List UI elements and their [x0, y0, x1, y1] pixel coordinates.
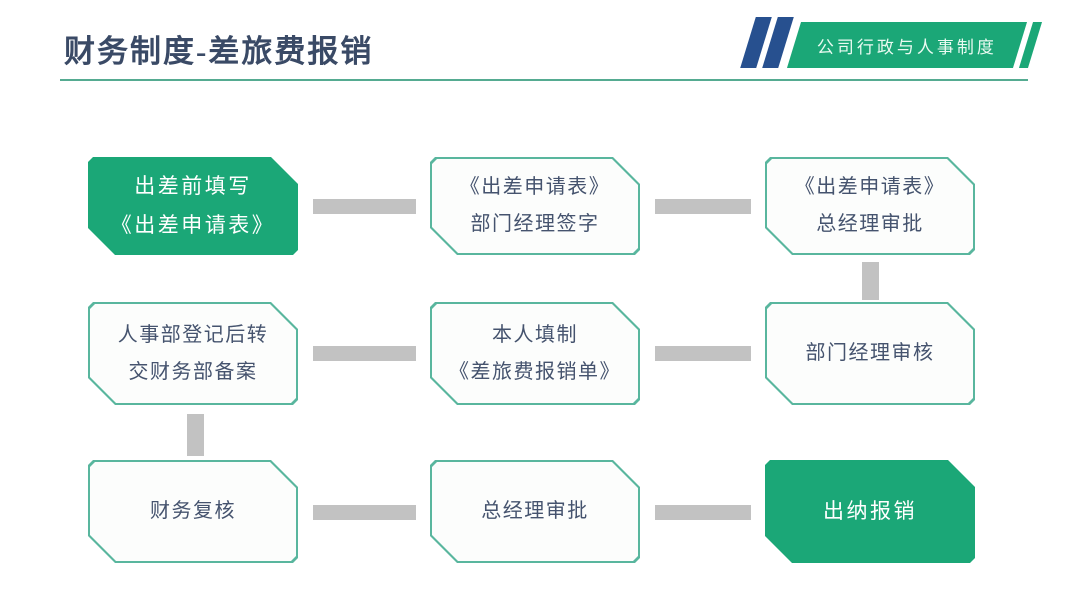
- box-shape-fill: [767, 159, 973, 253]
- flow-box-dept-manager-sign: 《出差申请表》 部门经理签字: [430, 157, 640, 255]
- box-label: 《出差申请表》 总经理审批: [794, 176, 946, 235]
- box-shape-fill: [767, 304, 973, 403]
- flow-box-gm-approve-form: 《出差申请表》 总经理审批: [765, 157, 975, 255]
- box-label: 财务复核: [150, 500, 236, 522]
- box-shape-fill: [90, 462, 296, 561]
- flow-box-pretrip-form: 出差前填写 《出差申请表》: [88, 157, 298, 255]
- page-title: 财务制度-差旅费报销: [64, 34, 374, 69]
- box-label: 出纳报销: [823, 499, 917, 524]
- box-label: 《出差申请表》 部门经理签字: [459, 176, 611, 235]
- box-label: 本人填制 《差旅费报销单》: [449, 323, 621, 383]
- connector-row3-left: [313, 505, 416, 520]
- box-label: 部门经理审核: [805, 342, 935, 364]
- box-shape-fill: [432, 462, 638, 561]
- box-shape-fill: [767, 462, 973, 561]
- header-badge: 公司行政与人事制度: [786, 22, 1028, 68]
- connector-col3-down: [862, 262, 879, 300]
- flow-box-finance-recheck: 财务复核: [88, 460, 298, 563]
- box-label: 人事部登记后转 交财务部备案: [117, 323, 269, 383]
- connector-row2-right: [655, 346, 751, 361]
- connector-row1-right: [655, 199, 751, 214]
- header-badge-label: 公司行政与人事制度: [817, 37, 997, 57]
- box-label: 出差前填写 《出差申请表》: [110, 174, 276, 237]
- flow-box-dept-manager-review: 部门经理审核: [765, 302, 975, 405]
- box-shape-fill: [432, 159, 638, 253]
- header-divider: [60, 79, 1028, 81]
- connector-col1-down: [187, 414, 204, 456]
- box-shape-fill: [432, 304, 638, 403]
- flow-box-self-fill-claim: 本人填制 《差旅费报销单》: [430, 302, 640, 405]
- connector-row2-left: [313, 346, 416, 361]
- box-shape-fill: [90, 304, 296, 403]
- connector-row3-right: [655, 505, 751, 520]
- box-shape-fill: [90, 159, 296, 253]
- box-label: 总经理审批: [481, 500, 589, 522]
- flow-box-gm-approve: 总经理审批: [430, 460, 640, 563]
- flow-box-cashier-reimburse: 出纳报销: [765, 460, 975, 563]
- flow-box-hr-register: 人事部登记后转 交财务部备案: [88, 302, 298, 405]
- connector-row1-left: [313, 199, 416, 214]
